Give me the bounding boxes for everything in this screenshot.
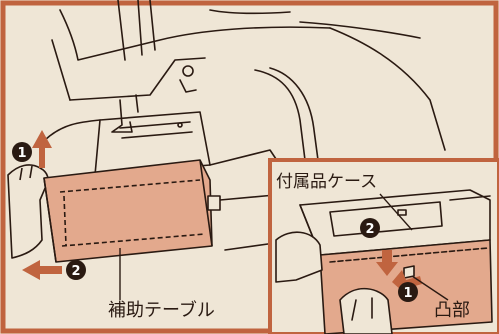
arrow-down-icon xyxy=(376,250,398,276)
arrow-up-icon xyxy=(32,130,52,168)
svg-text:2: 2 xyxy=(365,222,374,237)
sewing-machine-outline xyxy=(44,0,446,251)
step-badge-1-left: 1 xyxy=(12,142,32,162)
accessory-case-leader xyxy=(379,193,413,231)
convex-part-leader xyxy=(411,275,449,301)
step-badge-2-inset: 2 xyxy=(360,218,380,238)
accessory-case-label: 付属品ケース xyxy=(276,172,378,192)
step-badge-1-inset: 1 xyxy=(398,282,418,302)
svg-text:2: 2 xyxy=(71,264,80,279)
svg-text:1: 1 xyxy=(17,146,26,161)
arrow-left-icon xyxy=(22,260,62,280)
step-badge-2-left: 2 xyxy=(66,260,86,280)
svg-text:1: 1 xyxy=(403,286,412,301)
aux-table-label: 補助テーブル xyxy=(108,300,215,321)
convex-part-label: 凸部 xyxy=(434,300,470,321)
aux-table xyxy=(43,159,221,263)
